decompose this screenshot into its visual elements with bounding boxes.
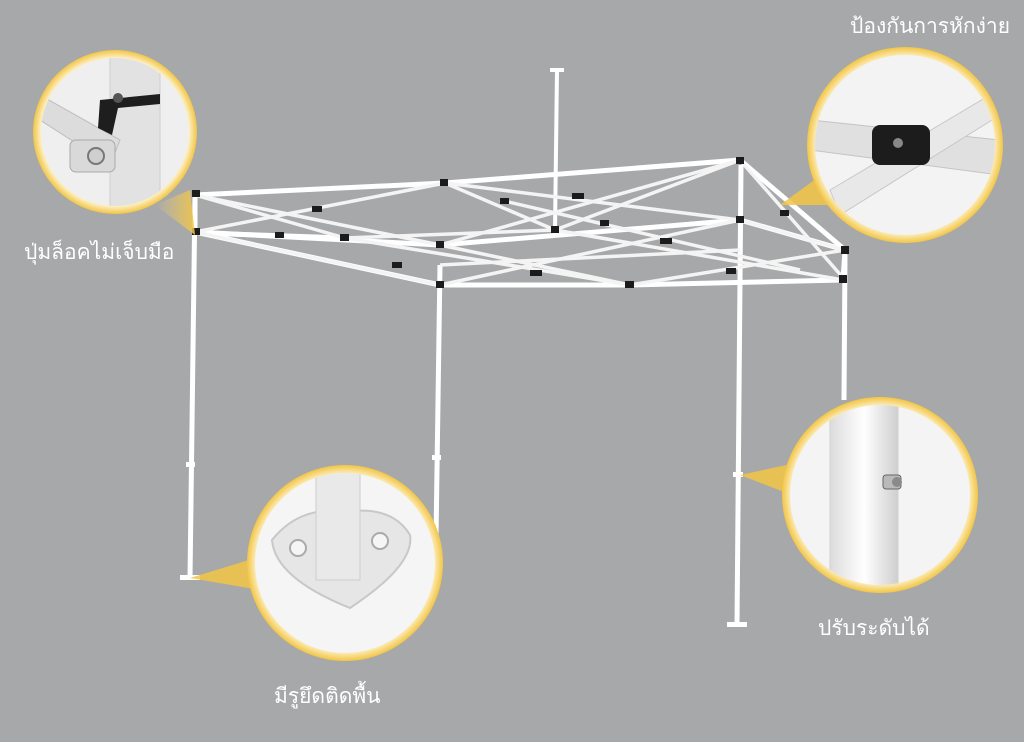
center-pole (550, 68, 564, 231)
lock-button-icon (98, 93, 160, 135)
frame-joints (192, 157, 849, 288)
callout-label-ground-holes: มีรูยึดติดพื้น (274, 684, 381, 708)
lock-button-detail (33, 50, 197, 214)
base-plate-detail (247, 465, 443, 661)
callout-label-height-adjust: ปรับระดับได้ (818, 616, 930, 640)
scissor-bars (194, 158, 847, 287)
anti-break-joint-detail (807, 47, 1003, 243)
base-plate-icon (270, 473, 412, 610)
callout-label-anti-break: ป้องกันการหักง่าย (850, 14, 1010, 38)
height-adjust-pin-icon (882, 474, 902, 490)
height-adjust-detail (782, 397, 978, 593)
joint-connector-icon (872, 125, 930, 165)
callout-label-lock-button: ปุ่มล็อคไม่เจ็บมือ (24, 240, 175, 264)
